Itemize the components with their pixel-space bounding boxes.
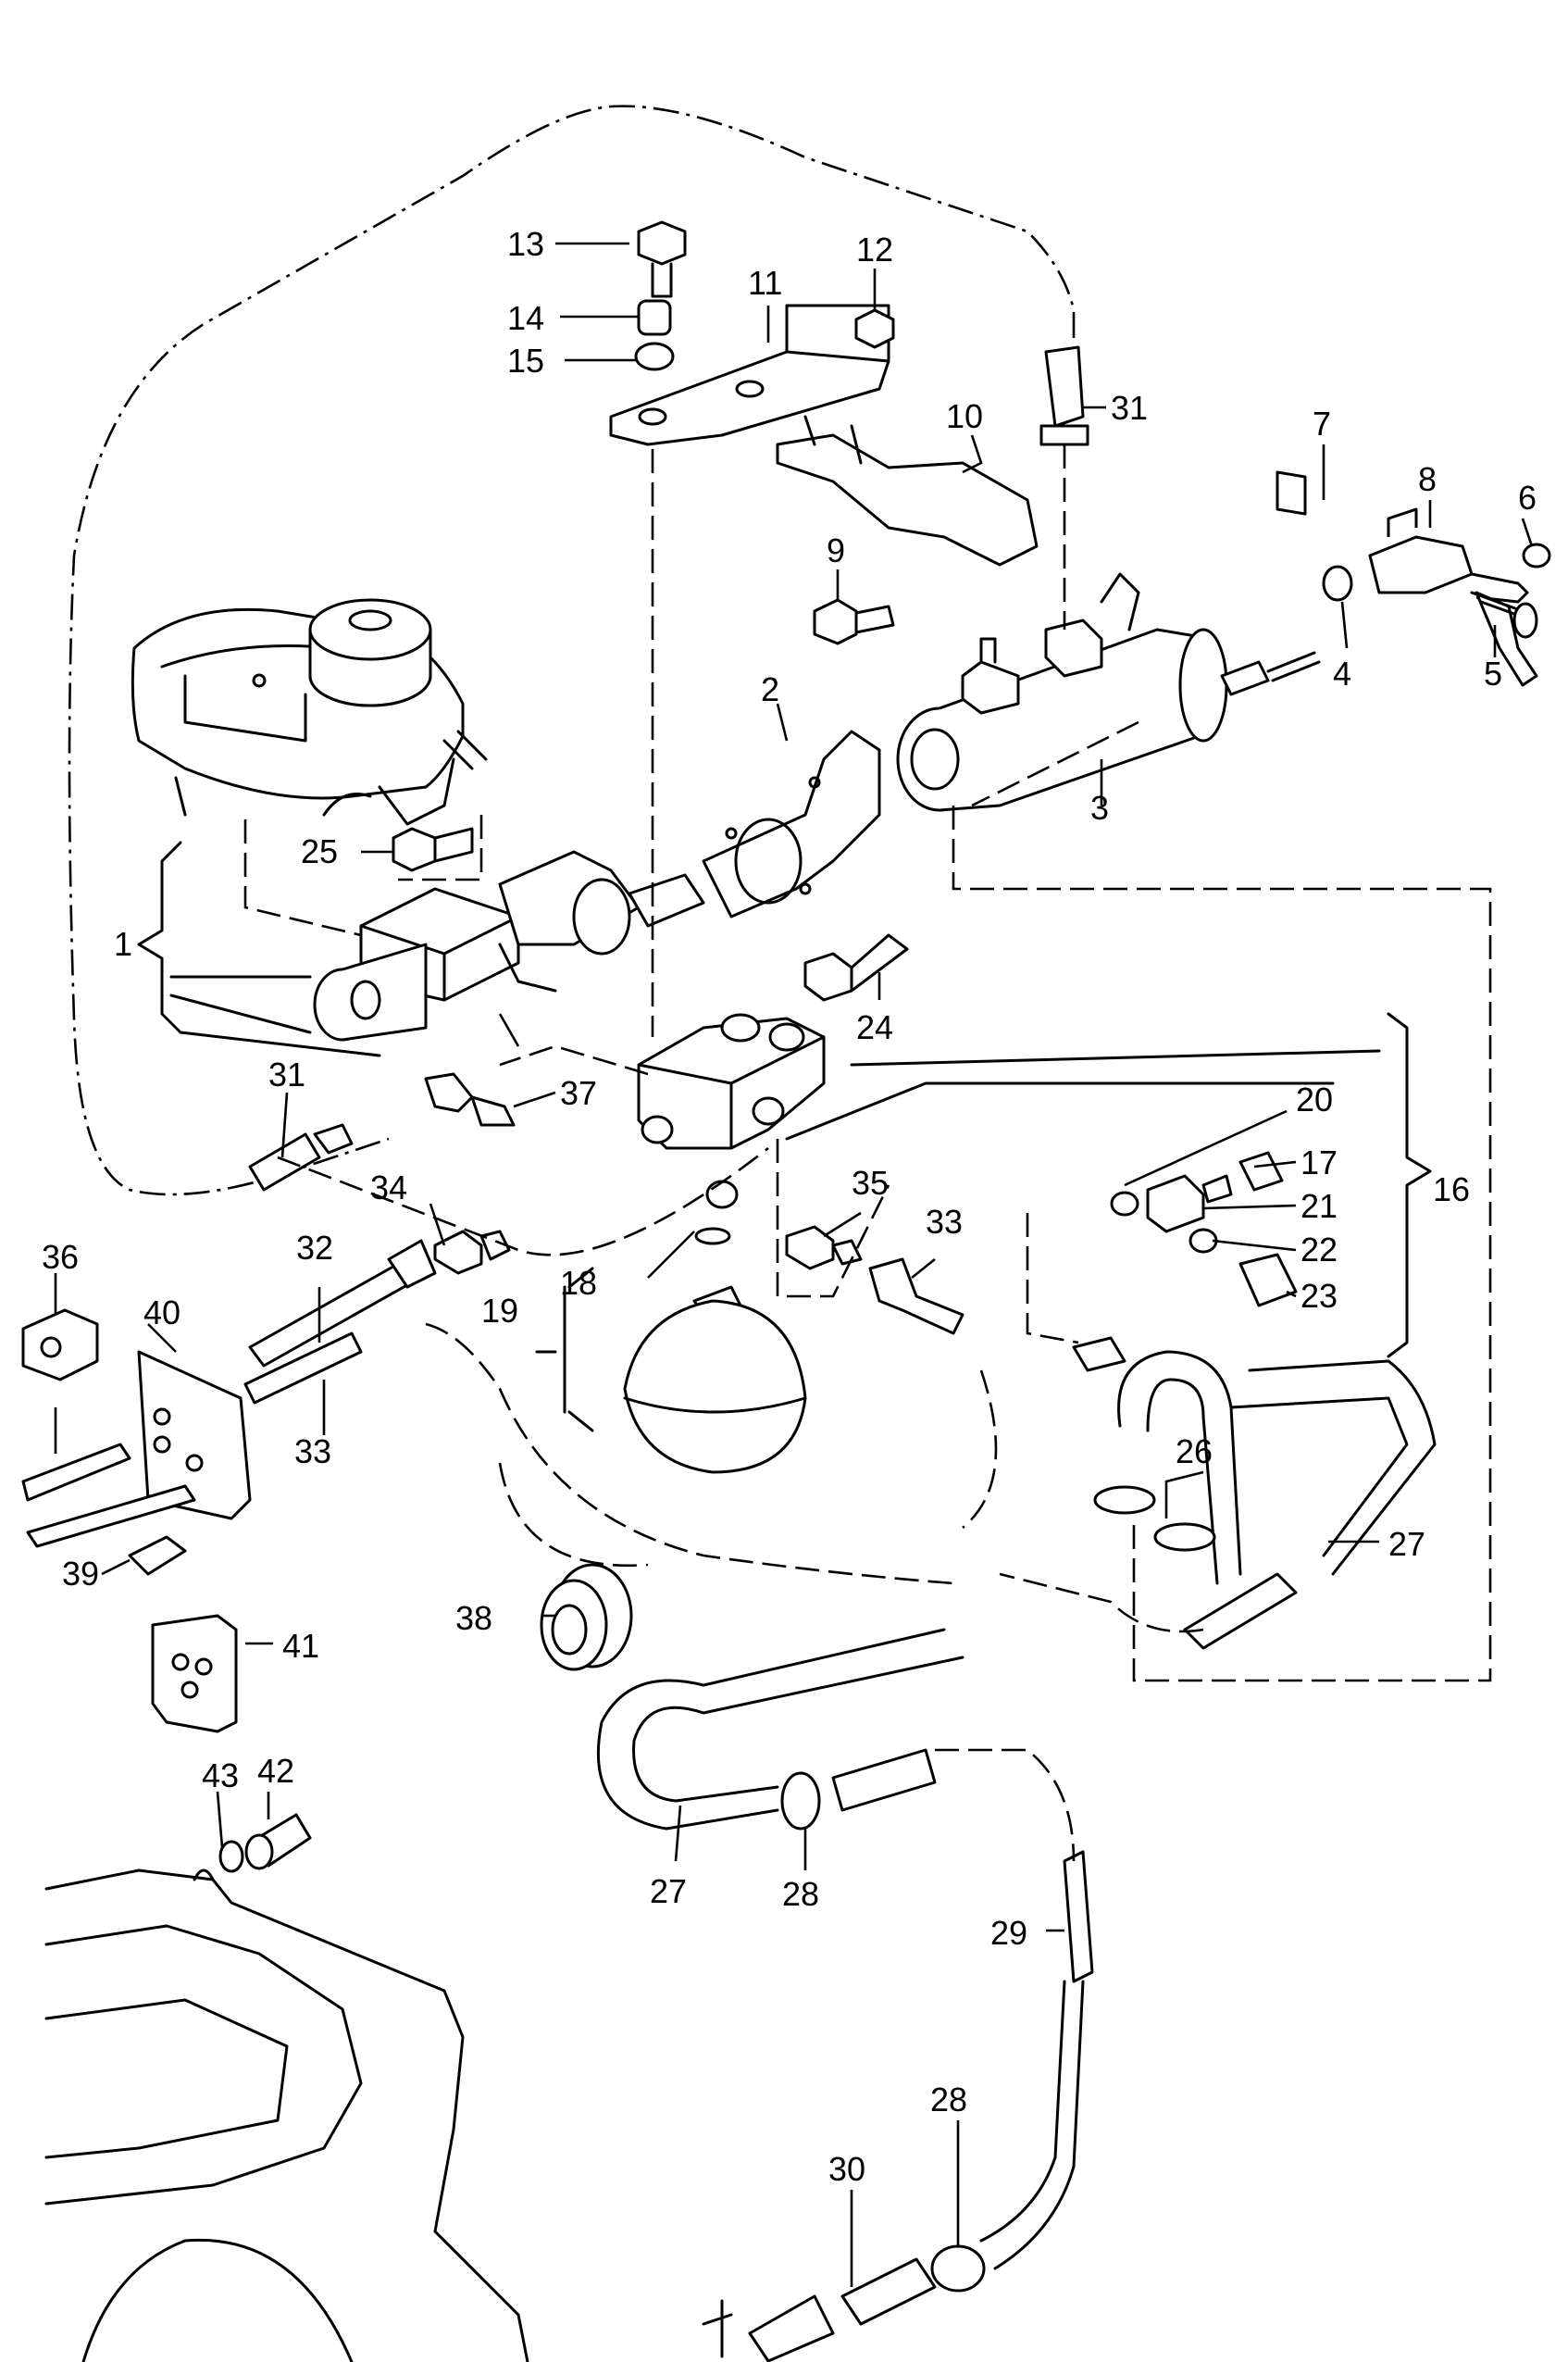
dashed-lines [243,444,1492,1862]
pipes-left [21,1443,196,1548]
bolt-25 [392,827,474,872]
callout-32: 32 [296,1229,333,1267]
callout-41: 41 [282,1627,319,1665]
brake-line-33 [243,1257,964,1405]
callout-28a: 28 [782,1875,819,1913]
assembly-boundary [68,105,1076,1196]
bushing-14 [637,299,672,336]
callout-33b: 33 [294,1432,331,1470]
pin-39 [128,1535,187,1576]
callout-30: 30 [828,2150,865,2188]
bolt-5 [1470,591,1538,639]
callout-34: 34 [370,1169,407,1206]
callout-22: 22 [1300,1231,1338,1268]
callout-9: 9 [827,531,845,569]
leader-lines [54,242,1534,2287]
group-brackets [137,841,1432,1432]
callout-labels: 13 14 15 11 12 10 31 7 8 6 4 5 9 2 3 25 … [42,225,1537,2188]
callout-14: 14 [507,299,544,337]
nut-12 [854,308,895,349]
hose-30 [702,2257,937,2362]
vacuum-line-29 [979,1850,1094,2270]
pressure-switch [1110,1151,1298,1307]
clevis-assembly [1276,470,1551,687]
callout-13: 13 [507,225,544,263]
callout-33a: 33 [926,1203,963,1241]
callout-38: 38 [455,1599,492,1637]
callout-2: 2 [761,670,779,708]
vacuum-hose-27-lower [596,1628,964,1831]
callout-26: 26 [1176,1432,1213,1470]
callout-27b: 27 [650,1872,687,1910]
bolt-9 [813,598,895,645]
grommet-38 [540,1563,633,1671]
cover-41 [151,1614,238,1733]
cap-42 [244,1813,312,1870]
fitting-37 [424,1072,516,1127]
callout-28b: 28 [930,2081,967,2118]
callout-16: 16 [1433,1170,1470,1208]
clip-43 [218,1840,244,1873]
callout-40: 40 [143,1293,180,1331]
master-cylinder-3 [896,572,1321,812]
callout-39: 39 [62,1555,99,1593]
booster-gasket [702,730,881,919]
hose-clip-26 [1093,1485,1216,1552]
callout-37: 37 [560,1074,597,1112]
callout-17: 17 [1300,1144,1338,1181]
mounting-bracket [609,304,890,446]
callout-31a: 31 [1111,389,1148,427]
callout-25: 25 [301,832,338,870]
callout-21: 21 [1300,1187,1338,1225]
bolt-13 [637,220,687,298]
callout-31b: 31 [268,1056,305,1094]
vacuum-hose-27-right [1072,1336,1437,1650]
banjo-bolt-31-upper [1039,345,1089,446]
callout-29: 29 [990,1914,1027,1952]
clip-36 [21,1308,99,1381]
callout-20: 20 [1296,1081,1333,1119]
callout-24: 24 [856,1008,893,1046]
o-ring-18 [694,1227,731,1245]
callout-36: 36 [42,1238,79,1276]
reservoir-cap [308,598,432,707]
heat-shield [776,415,1039,567]
engine-cover [44,1868,529,2362]
fitting-34 [433,1230,511,1275]
callout-42: 42 [257,1752,294,1790]
callout-10: 10 [946,397,983,435]
callout-18: 18 [560,1264,597,1302]
callout-23: 23 [1300,1277,1338,1315]
callout-4: 4 [1333,655,1351,693]
callout-43: 43 [202,1756,239,1794]
fitting-35 [785,1225,863,1270]
brake-line-32 [248,1239,437,1368]
callout-11: 11 [748,264,782,302]
callout-8: 8 [1418,460,1437,498]
bolt-24 [803,933,909,1002]
callout-1: 1 [114,925,132,963]
callout-7: 7 [1313,405,1331,443]
callout-6: 6 [1518,479,1537,517]
pressure-regulator [637,1013,826,1209]
callout-19: 19 [481,1292,518,1330]
callout-12: 12 [856,231,893,269]
callout-5: 5 [1484,655,1502,693]
callout-15: 15 [507,342,544,380]
callout-3: 3 [1090,789,1109,827]
grommet-15 [634,342,675,371]
callout-27a: 27 [1388,1525,1425,1563]
master-cylinder [313,850,705,1042]
pressure-accumulator [623,1227,807,1474]
connector-hose [831,1748,937,1812]
callout-35: 35 [852,1164,889,1202]
hose-clip-28 [780,1771,986,2293]
holder-40 [137,1350,252,1520]
line-31-lower [248,1123,354,1192]
